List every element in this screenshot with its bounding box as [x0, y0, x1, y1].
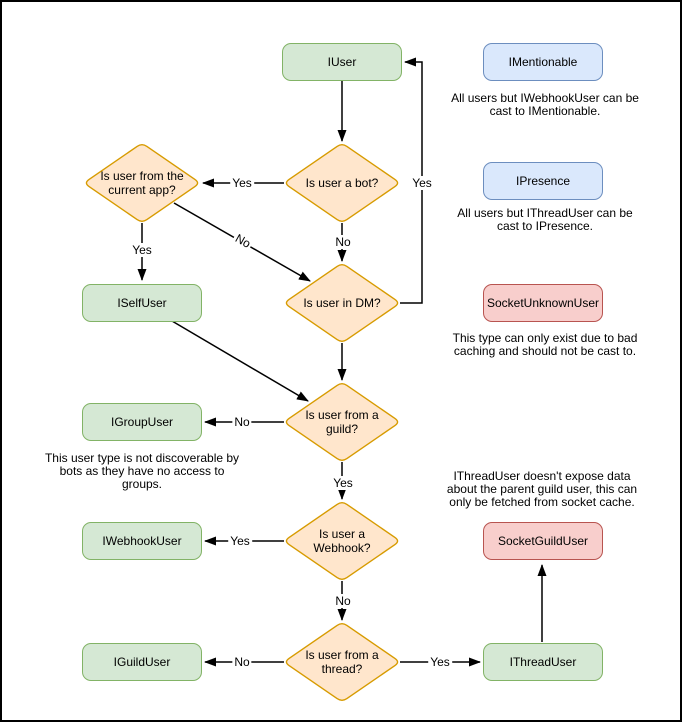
node-iselfuser: ISelfUser — [82, 284, 202, 322]
decision-from-guild: Is user from a guild? — [305, 407, 379, 436]
decision-is-webhook: Is user a Webhook? — [313, 526, 371, 555]
node-ipresence: IPresence — [483, 162, 603, 200]
decision-in-dm: Is user in DM? — [303, 295, 381, 310]
decision-from-thread: Is user from a thread? — [305, 647, 379, 676]
edge-iselfuser-to-fromguild — [171, 320, 309, 402]
node-iguilduser: IGuildUser — [82, 643, 202, 681]
edge-label-webhook-no: No — [333, 594, 353, 608]
node-imentionable: IMentionable — [483, 43, 603, 81]
note-igroupuser: This user type is not discoverable by bo… — [44, 451, 240, 491]
decision-from-current-app: Is user from the current app? — [100, 168, 184, 197]
edge-label-bot-no: No — [333, 235, 353, 249]
edge-label-webhook-yes: Yes — [228, 534, 252, 548]
edge-label-bot-yes: Yes — [230, 176, 254, 190]
node-iuser: IUser — [282, 43, 402, 81]
note-ipresence: All users but IThreadUser can be cast to… — [457, 206, 633, 233]
note-imentionable: All users but IWebhookUser can be cast t… — [451, 91, 639, 118]
note-ithreaduser: IThreadUser doesn't expose data about th… — [446, 469, 638, 509]
node-socketguilduser: SocketGuildUser — [483, 522, 603, 560]
edge-label-app-yes: Yes — [130, 243, 154, 257]
node-socketunknownuser: SocketUnknownUser — [483, 284, 603, 322]
edge-label-thread-yes: Yes — [428, 655, 452, 669]
edge-label-dm-yes: Yes — [410, 176, 434, 190]
note-socketunknownuser: This type can only exist due to bad cach… — [452, 331, 638, 358]
edge-label-thread-no: No — [232, 655, 252, 669]
node-igroupuser: IGroupUser — [82, 403, 202, 441]
node-ithreaduser: IThreadUser — [483, 643, 603, 681]
edge-label-guild-no: No — [232, 415, 252, 429]
decision-is-bot: Is user a bot? — [305, 175, 379, 190]
edge-label-guild-yes: Yes — [331, 476, 355, 490]
node-iwebhookuser: IWebhookUser — [82, 522, 202, 560]
